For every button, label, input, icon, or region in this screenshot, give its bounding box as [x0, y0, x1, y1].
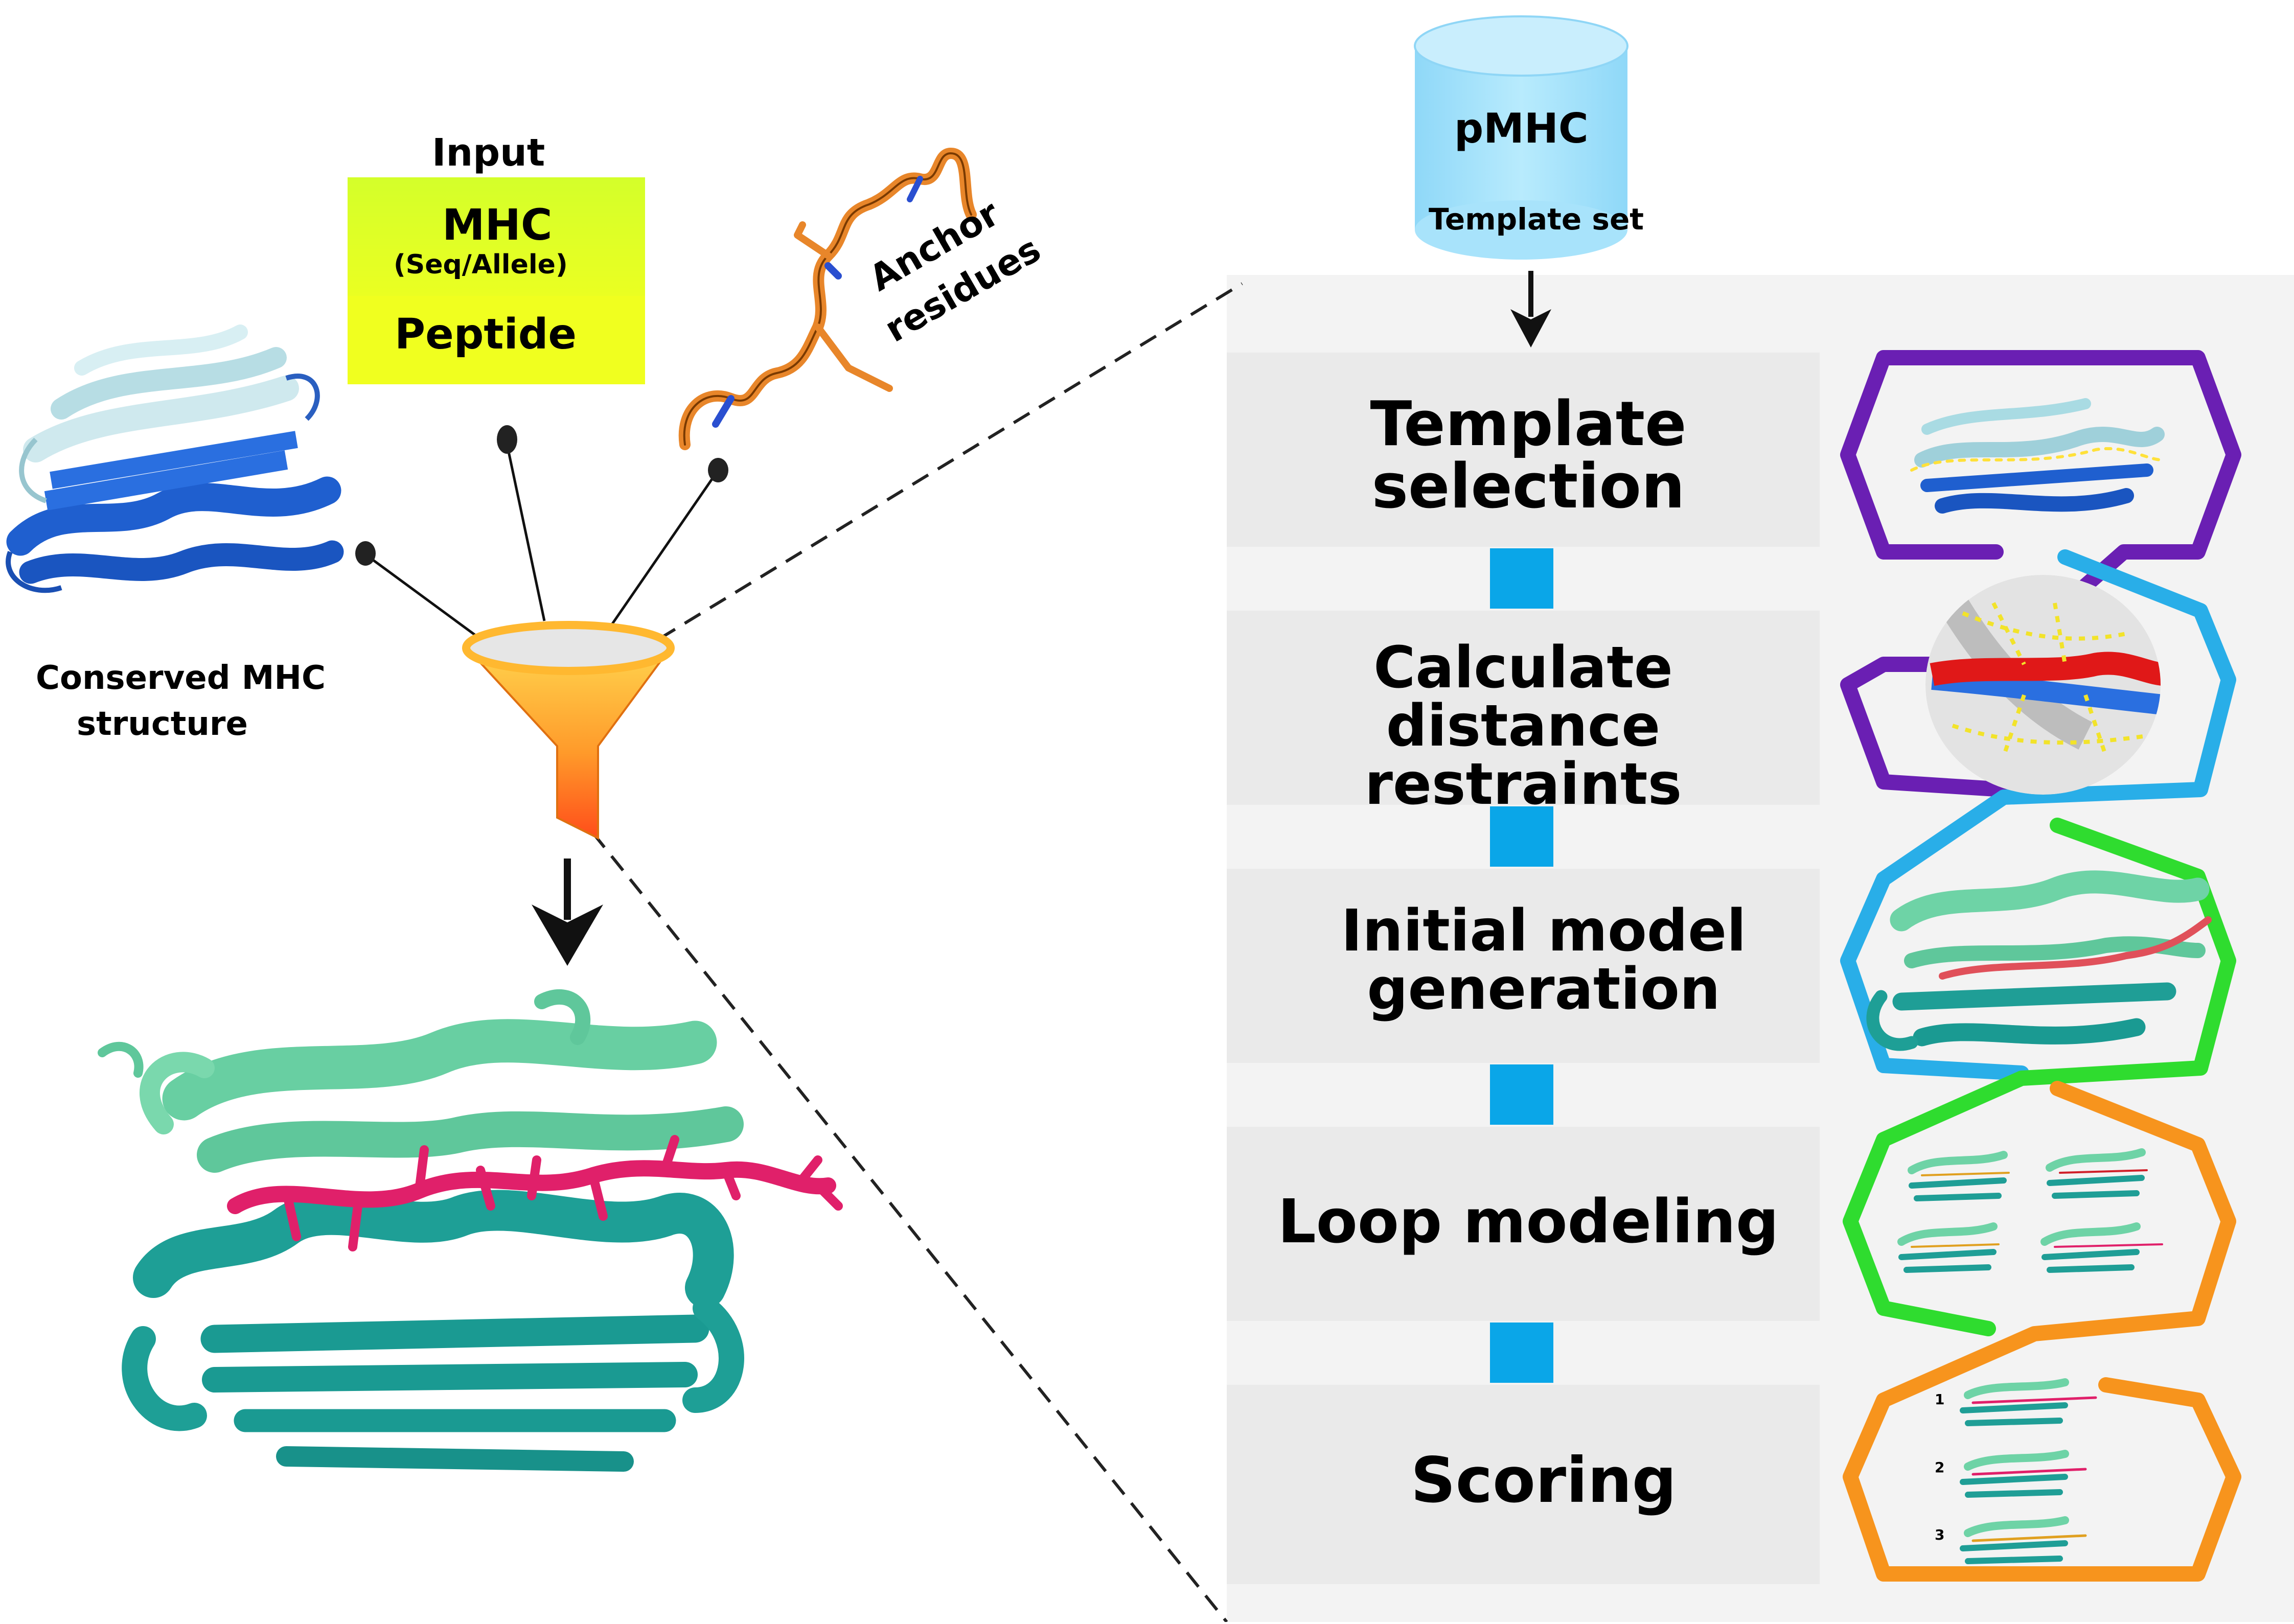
input-mhc-sub: (Seq/Allele): [394, 249, 568, 280]
pin-head-anchor: [708, 458, 728, 482]
step-initial-model-line1: Initial model: [1341, 898, 1747, 964]
step-distance-restraints: Calculate distance restraints: [1227, 639, 1820, 814]
predicted-pmhc-model: [98, 989, 843, 1472]
dashed-projection-bottom: [591, 832, 1228, 1623]
pin-head-structure: [355, 541, 376, 566]
pin-head-input: [497, 425, 517, 454]
step-box-template-selection: [1227, 353, 1820, 547]
step-box-distance-restraints: [1227, 611, 1820, 805]
rank-2: 2: [1935, 1459, 1945, 1476]
step-scoring: Scoring: [1247, 1444, 1840, 1517]
step-box-loop-modeling: [1227, 1127, 1820, 1321]
input-peptide-box: [348, 296, 645, 384]
step-distance-restraints-line2: restraints: [1364, 751, 1682, 818]
conserved-label-line1: Conserved MHC: [36, 659, 326, 697]
step-box-initial-model: [1227, 869, 1820, 1063]
step-template-selection-line2: selection: [1371, 451, 1685, 523]
step-loop-modeling-line1: Loop modeling: [1277, 1186, 1779, 1257]
input-connector-lines: [364, 439, 720, 648]
dashed-projection-top: [658, 282, 1243, 640]
step-loop-modeling: Loop modeling: [1232, 1191, 1825, 1252]
database-subtitle: Template set: [1429, 202, 1644, 237]
step-box-scoring: [1227, 1385, 1820, 1584]
rank-3: 3: [1935, 1526, 1945, 1543]
step-template-selection: Template selection: [1232, 393, 1825, 519]
step-connector-4: [1490, 1323, 1553, 1383]
step-initial-model-line2: generation: [1367, 956, 1720, 1023]
rank-1: 1: [1935, 1391, 1945, 1408]
pmhc-database-cylinder: [1414, 15, 1628, 260]
step-distance-restraints-line1: Calculate distance: [1373, 635, 1673, 760]
step-connector-1: [1490, 548, 1553, 609]
thumb-template-selection: [1910, 398, 2165, 514]
input-title: Input: [432, 131, 545, 175]
thumb-loop-modeling: [1897, 1148, 2163, 1273]
thumb-scoring: [1960, 1378, 2097, 1564]
database-title: pMHC: [1454, 105, 1589, 152]
step-connector-2: [1490, 806, 1553, 867]
anchor-residues-structure: [678, 148, 977, 450]
conserved-mhc-structure: [6, 324, 344, 593]
conserved-label-line2: structure: [77, 705, 248, 743]
step-initial-model: Initial model generation: [1247, 898, 1840, 1023]
hex-frame-purple: [1840, 350, 2241, 797]
hex-frame-green: [1843, 818, 2236, 1336]
input-mhc-box: [348, 177, 645, 296]
arrow-from-database: [1510, 271, 1551, 347]
thumb-distance-restraints: [1925, 575, 2161, 795]
thumb-initial-model: [1866, 870, 2212, 1051]
input-peptide-label: Peptide: [395, 310, 577, 359]
step-scoring-line1: Scoring: [1410, 1444, 1677, 1517]
hex-frame-orange: [1843, 1081, 2241, 1582]
input-mhc-label: MHC: [442, 200, 553, 250]
step-connector-3: [1490, 1064, 1553, 1125]
funnel-icon: [462, 621, 675, 840]
step-template-selection-line1: Template: [1370, 389, 1687, 460]
arrow-to-model: [532, 859, 603, 966]
